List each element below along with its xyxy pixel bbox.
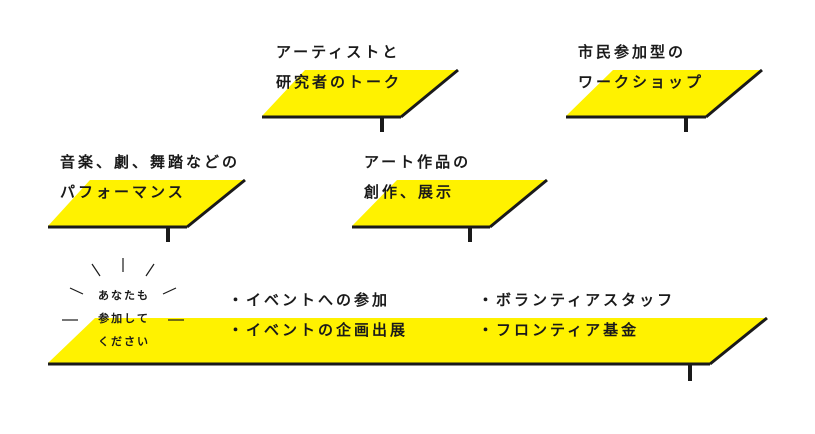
participate-line-2: 参加して xyxy=(98,312,150,325)
participate-item-volunteer: ・ボランティアスタッフ xyxy=(478,291,676,309)
performance-line-1: 音楽、劇、舞踏などの xyxy=(60,153,241,171)
platform-performance-slant xyxy=(186,178,246,229)
artist-talk-line-1: アーティストと xyxy=(276,43,401,61)
exhibition-line-1: アート作品の xyxy=(364,153,472,171)
emphasis-ray xyxy=(145,263,155,277)
workshop-line-2: ワークショップ xyxy=(578,73,705,91)
emphasis-ray xyxy=(162,287,177,295)
platform-artist-talk-surface xyxy=(262,70,456,116)
participate-line-3: ください xyxy=(98,335,150,348)
participate-item-fund: ・フロンティア基金 xyxy=(478,321,640,339)
platform-workshop-slant xyxy=(705,68,763,119)
platform-performance-surface xyxy=(48,180,243,226)
platform-exhibition-surface xyxy=(352,180,545,226)
platform-exhibition-slant xyxy=(489,178,548,229)
participate-item-exhibit: ・イベントの企画出展 xyxy=(228,321,409,339)
platform-participate-surface xyxy=(48,318,765,363)
emphasis-rays xyxy=(62,258,184,321)
exhibition-line-2: 創作、展示 xyxy=(364,183,455,201)
participate-item-event: ・イベントへの参加 xyxy=(228,291,391,309)
participate-line-1: あなたも xyxy=(98,289,150,302)
workshop-line-1: 市民参加型の xyxy=(578,43,687,61)
artist-talk-line-2: 研究者のトーク xyxy=(276,73,403,91)
emphasis-ray xyxy=(91,263,101,277)
platform-artist-talk-slant xyxy=(400,68,459,119)
performance-line-2: パフォーマンス xyxy=(60,183,186,201)
platform-workshop-surface xyxy=(566,70,760,116)
emphasis-ray xyxy=(69,287,84,295)
platform-participate-slant xyxy=(709,316,768,366)
